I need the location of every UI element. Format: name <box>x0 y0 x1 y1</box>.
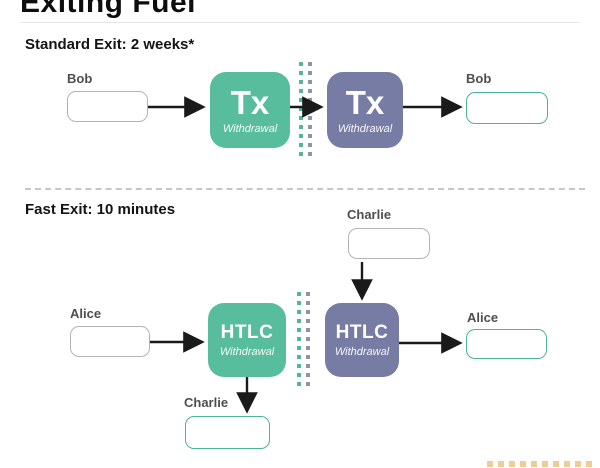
page-title: Exiting Fuel <box>20 0 197 19</box>
chain-boundary-dots-standard <box>299 62 312 158</box>
htlc-title: HTLC <box>220 321 274 343</box>
bob-sender-label: Bob <box>67 71 93 86</box>
tx-title: Tx <box>230 83 270 121</box>
chain-boundary-dots-fast <box>297 292 310 390</box>
title-divider <box>20 22 580 23</box>
bob-sender-box <box>67 91 148 122</box>
htlc-title: HTLC <box>335 321 389 343</box>
htlc-withdrawal-node-left: HTLC Withdrawal <box>208 303 286 377</box>
htlc-subtitle: Withdrawal <box>219 345 275 358</box>
tx-withdrawal-node-right: Tx Withdrawal <box>327 72 403 148</box>
tx-withdrawal-node-left: Tx Withdrawal <box>210 72 290 148</box>
tx-title: Tx <box>345 83 385 121</box>
htlc-subtitle: Withdrawal <box>334 345 390 358</box>
alice-receiver-box <box>466 329 547 359</box>
dotted-line-green <box>299 62 303 158</box>
fast-exit-heading: Fast Exit: 10 minutes <box>25 201 176 218</box>
dotted-line-green <box>297 292 301 390</box>
charlie-top-label: Charlie <box>347 207 392 222</box>
tx-subtitle: Withdrawal <box>222 122 278 135</box>
bob-receiver-label: Bob <box>466 71 492 86</box>
charlie-bottom-box <box>185 416 270 449</box>
htlc-withdrawal-node-right: HTLC Withdrawal <box>325 303 399 377</box>
charlie-bottom-label: Charlie <box>184 395 229 410</box>
watermark <box>487 461 593 467</box>
alice-sender-box <box>70 326 150 357</box>
tx-subtitle: Withdrawal <box>337 122 393 135</box>
charlie-top-box <box>348 228 430 259</box>
dotted-line-gray <box>306 292 310 390</box>
bob-receiver-box <box>466 92 548 124</box>
alice-receiver-label: Alice <box>467 310 499 325</box>
alice-sender-label: Alice <box>70 306 102 321</box>
dotted-line-gray <box>308 62 312 158</box>
standard-exit-heading: Standard Exit: 2 weeks* <box>25 36 195 53</box>
section-divider <box>25 188 585 190</box>
